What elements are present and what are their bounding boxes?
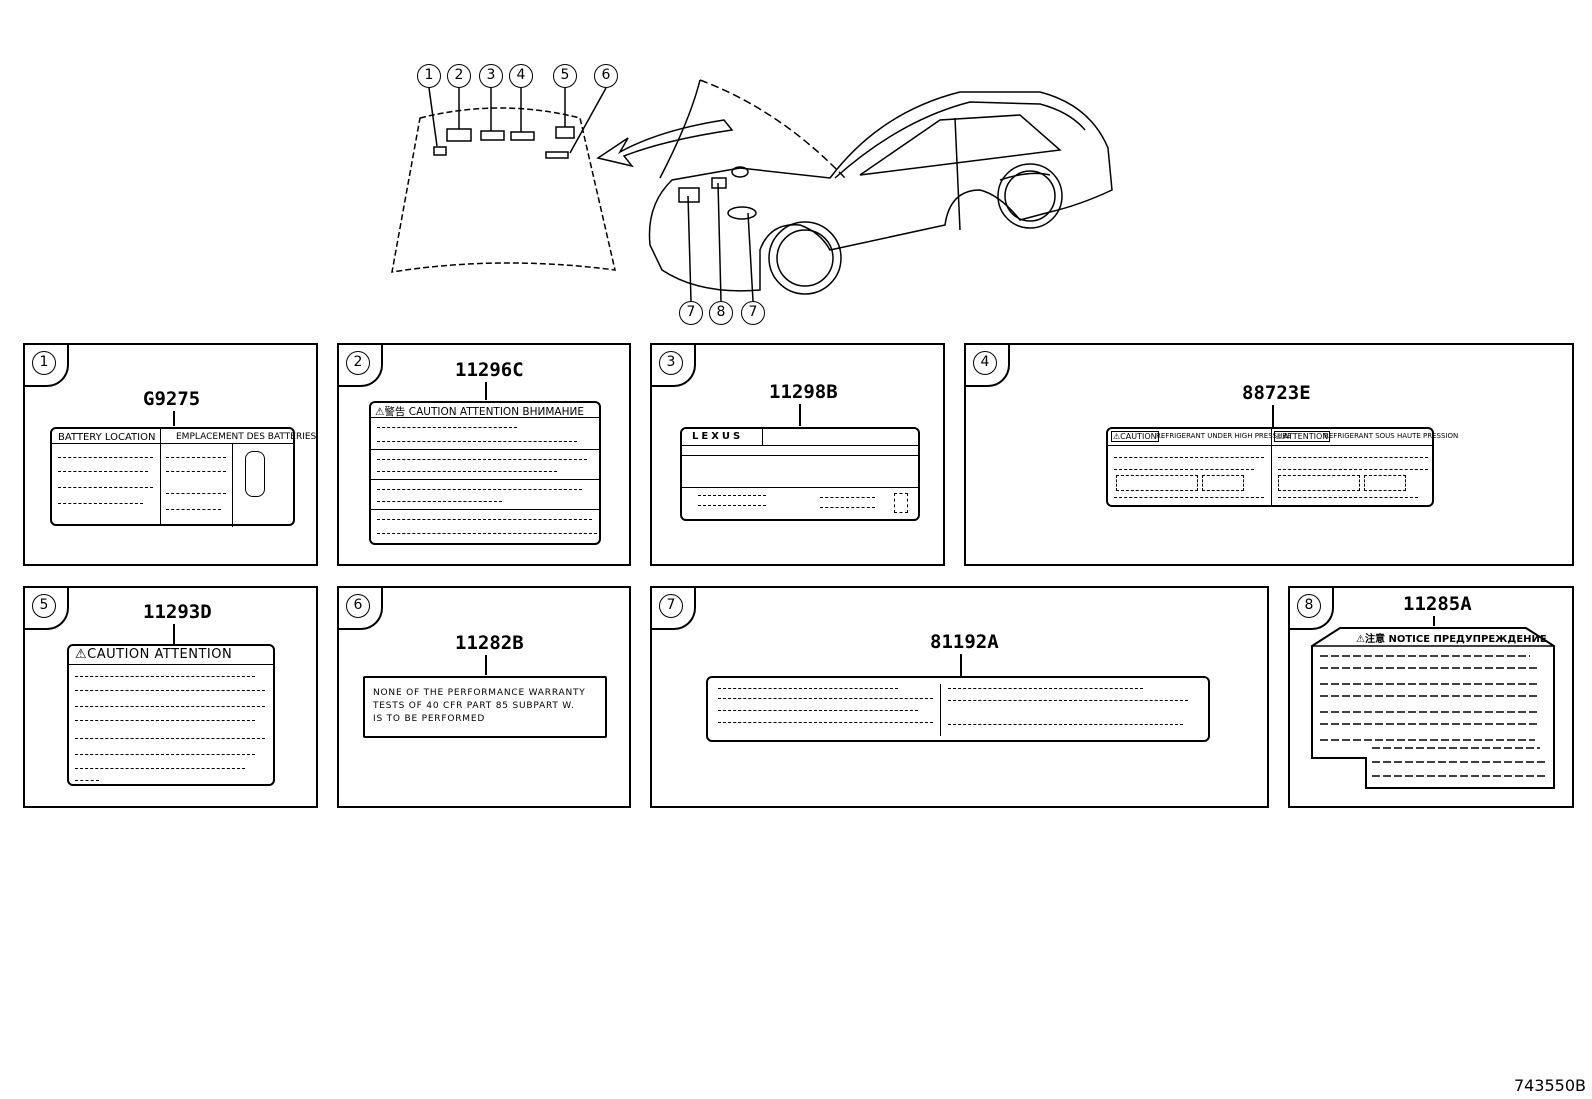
callout-3: 3: [479, 64, 503, 88]
label-text-1: NONE OF THE PERFORMANCE WARRANTY: [373, 688, 586, 698]
panel-number: 3: [659, 351, 683, 375]
label-caution-attention: ⚠CAUTION ATTENTION: [67, 644, 275, 786]
hood-label-1: [433, 146, 447, 156]
part-number: 11296C: [455, 359, 524, 381]
callout-2: 2: [447, 64, 471, 88]
label-text-2: TESTS OF 40 CFR PART 85 SUBPART W.: [373, 701, 575, 711]
callout-6: 6: [594, 64, 618, 88]
panel-number: 4: [973, 351, 997, 375]
label-warranty: NONE OF THE PERFORMANCE WARRANTY TESTS O…: [363, 676, 607, 738]
label-header-right: ⚠ATTENTION: [1274, 431, 1331, 442]
label-battery-location: BATTERY LOCATION EMPLACEMENT DES BATTERI…: [50, 427, 316, 527]
label-header: ⚠注意 NOTICE ПРЕДУПРЕЖДЕНИЕ: [1356, 634, 1547, 645]
panel-8: 8 11285A ⚠注意 NOTICE ПРЕДУПРЕЖДЕНИЕ: [1288, 586, 1574, 808]
label-lexus: LEXUS: [680, 427, 920, 521]
callout-1: 1: [417, 64, 441, 88]
vehicle-illustration: [391, 79, 1113, 302]
location-arrow: [596, 119, 734, 168]
part-number: 81192A: [930, 631, 999, 653]
label-notice-shape: [1311, 627, 1555, 789]
car-open-hood: [699, 79, 846, 179]
hood-label-4: [510, 131, 535, 141]
callout-7a: 7: [679, 301, 703, 325]
label-header-left-text: REFRIGERANT UNDER HIGH PRESSURE: [1156, 432, 1292, 440]
part-number: G9275: [143, 388, 201, 410]
hood-label-2: [446, 128, 472, 142]
panel-7: 7 81192A: [650, 586, 1269, 808]
callout-8: 8: [709, 301, 733, 325]
label-header: ⚠警告 CAUTION ATTENTION ВНИМАНИЕ: [375, 406, 584, 418]
panel-4: 4 88723E ⚠CAUTION REFRIGERANT UNDER HIGH…: [964, 343, 1574, 566]
hood-label-3: [480, 130, 505, 141]
panel-3: 3 11298B LEXUS: [650, 343, 945, 566]
hood-outline: [391, 107, 616, 273]
panel-5: 5 11293D ⚠CAUTION ATTENTION: [23, 586, 318, 808]
hood-label-6: [545, 151, 569, 159]
panel-number: 8: [1297, 594, 1321, 618]
label-text-3: IS TO BE PERFORMED: [373, 714, 486, 724]
panel-number: 2: [346, 351, 370, 375]
car-rear-wheel: [997, 163, 1063, 229]
car-body: [648, 91, 1113, 292]
part-number: 11282B: [455, 632, 524, 654]
car-top-icon: [245, 451, 265, 497]
label-header-left: BATTERY LOCATION: [58, 432, 156, 443]
panel-1: 1 G9275 BATTERY LOCATION EMPLACEMENT DES…: [23, 343, 318, 566]
label-header-right-text: REFRIGERANT SOUS HAUTE PRESSION: [1324, 432, 1459, 440]
callout-5: 5: [553, 64, 577, 88]
panel-number: 6: [346, 594, 370, 618]
car-front-wheel: [768, 221, 842, 295]
panel-2: 2 11296C ⚠警告 CAUTION ATTENTION ВНИМАНИЕ: [337, 343, 631, 566]
label-header: ⚠CAUTION ATTENTION: [75, 647, 233, 662]
panel-number: 1: [32, 351, 56, 375]
label-header-left: ⚠CAUTION: [1111, 431, 1159, 442]
hood-label-5: [555, 126, 575, 139]
label-header-right: EMPLACEMENT DES BATTERIES: [176, 432, 317, 442]
panel-6: 6 11282B NONE OF THE PERFORMANCE WARRANT…: [337, 586, 631, 808]
panel-number: 7: [659, 594, 683, 618]
label-caution: ⚠警告 CAUTION ATTENTION ВНИМАНИЕ: [369, 401, 601, 545]
label-wide: [706, 676, 1210, 742]
figure-reference: 743550B: [1513, 1076, 1586, 1095]
label-refrigerant: ⚠CAUTION REFRIGERANT UNDER HIGH PRESSURE…: [1106, 427, 1458, 507]
panel-number: 5: [32, 594, 56, 618]
part-number: 11285A: [1403, 593, 1472, 615]
part-number: 11293D: [143, 601, 212, 623]
callout-7b: 7: [741, 301, 765, 325]
brand-logo: LEXUS: [692, 431, 744, 442]
callout-4: 4: [509, 64, 533, 88]
part-number: 11298B: [769, 381, 838, 403]
part-number: 88723E: [1242, 382, 1311, 404]
